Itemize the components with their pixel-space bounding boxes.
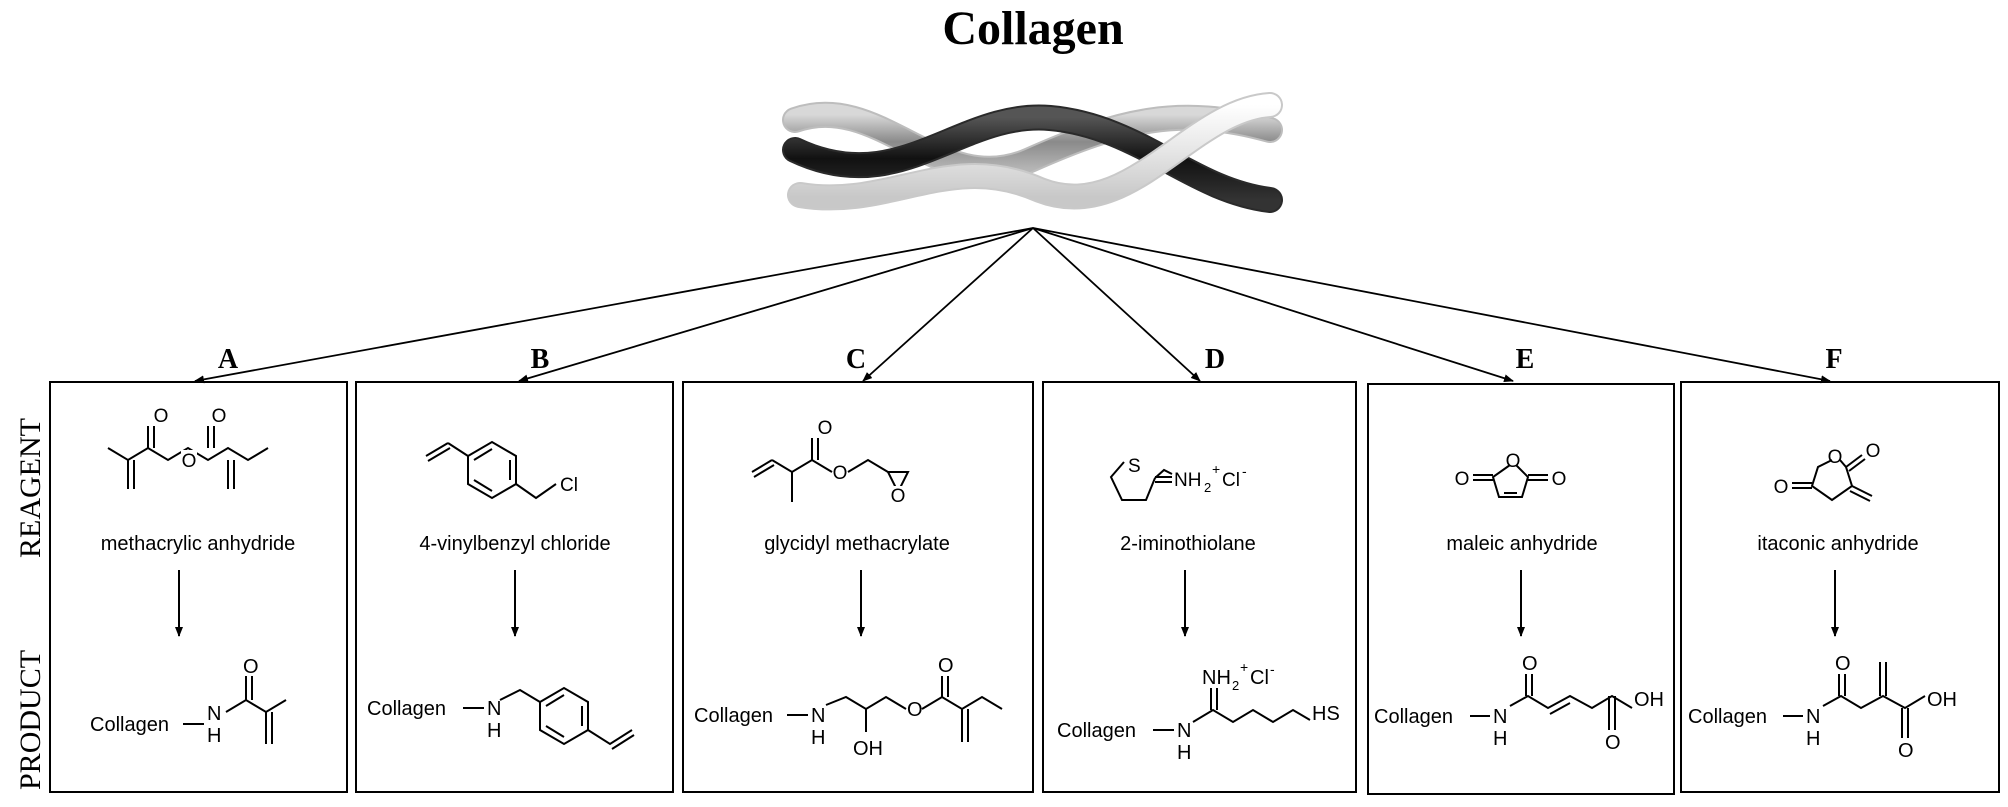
panel-f-product-collagen-label: Collagen xyxy=(1688,706,1767,728)
panel-c-frame xyxy=(682,381,1034,793)
panel-e-product-collagen-label: Collagen xyxy=(1374,706,1453,728)
panel-d-letter: D xyxy=(1205,344,1225,375)
panel-b-product-atom-n: N xyxy=(487,698,501,720)
panel-d-product-atom-nh: NH xyxy=(1202,667,1231,689)
arrow-to-panel-f xyxy=(1032,227,1831,384)
diagram-title: Collagen xyxy=(942,2,1123,55)
panel-c-reagent-atom-o-carbonyl: O xyxy=(818,418,833,439)
panel-f-product-atom-o-amide: O xyxy=(1835,653,1851,675)
panel-e-reagent-atom-o-left: O xyxy=(1455,469,1470,490)
panel-b-product-structure: Collagen N H xyxy=(367,686,635,750)
panel-e-reagent-name: maleic anhydride xyxy=(1446,533,1597,555)
panel-f-product-atom-h: H xyxy=(1806,728,1820,750)
panel-a-product-collagen-label: Collagen xyxy=(90,714,169,736)
panel-d-product-sub-2: 2 xyxy=(1232,678,1239,693)
panel-a-reagent-atom-o-left: O xyxy=(154,406,169,427)
panel-d-reagent-sup-plus: + xyxy=(1212,461,1220,477)
panel-c-product-structure: Collagen N H OH O O xyxy=(694,655,1003,760)
panel-f-frame xyxy=(1680,381,2000,793)
panel-d-reagent-sub-2: 2 xyxy=(1204,480,1211,495)
panel-c-reagent-atom-o-ester: O xyxy=(833,463,848,484)
panel-b-reagent-atom-cl: Cl xyxy=(560,475,578,496)
panel-a-reagent-atom-o-right: O xyxy=(212,406,227,427)
panel-a-product-atom-n: N xyxy=(207,703,221,725)
panel-b-letter: B xyxy=(531,344,550,375)
panel-a-product-structure: Collagen N H O xyxy=(90,656,287,747)
fanout-arrows xyxy=(194,227,1831,384)
panel-f-reagent-atom-o-right: O xyxy=(1866,441,1881,462)
arrow-to-panel-b xyxy=(518,227,1034,383)
panel-d-product-structure: Collagen N H NH 2 + Cl - HS xyxy=(1057,659,1340,764)
panel-c-reagent-name: glycidyl methacrylate xyxy=(764,533,950,555)
panel-f-letter: F xyxy=(1825,344,1842,375)
panel-f-reagent-atom-o-left: O xyxy=(1774,477,1789,498)
panel-e-frame xyxy=(1367,383,1675,795)
panel-f-product-atom-o-acid: O xyxy=(1898,740,1914,762)
panel-f-product-atom-n: N xyxy=(1806,706,1820,728)
panel-f-product-atom-oh: OH xyxy=(1927,689,1957,711)
panel-e-reagent-structure: O O O xyxy=(1455,451,1567,498)
panel-c-product-atom-o-carbonyl: O xyxy=(938,655,954,677)
panel-c-product-collagen-label: Collagen xyxy=(694,705,773,727)
reagent-side-label: REAGENT xyxy=(14,418,47,558)
panel-e-reagent-atom-o-ring: O xyxy=(1506,451,1521,472)
panel-a-reagent-name: methacrylic anhydride xyxy=(101,533,296,555)
arrow-to-panel-d xyxy=(1032,227,1201,382)
reaction-arrows xyxy=(175,570,1839,637)
panel-f-reagent-structure: O O O xyxy=(1774,441,1881,502)
panel-a-frame xyxy=(49,381,348,793)
panel-d-reagent-structure: S NH 2 + Cl - xyxy=(1109,456,1247,501)
panel-c-reagent-structure: O O O xyxy=(751,418,910,507)
panel-f-product-structure: Collagen N H O O OH xyxy=(1688,653,1957,762)
panel-d-product-collagen-label: Collagen xyxy=(1057,720,1136,742)
panel-d-product-sup-minus: - xyxy=(1270,661,1275,677)
panel-b-frame xyxy=(355,381,674,793)
panel-c-product-atom-o-ester: O xyxy=(907,699,923,721)
panel-a-reagent-structure: O O O xyxy=(107,406,269,489)
collagen-triple-helix-icon xyxy=(782,92,1283,213)
panel-e-product-atom-n: N xyxy=(1493,706,1507,728)
panel-f-reagent-atom-o-ring: O xyxy=(1828,447,1843,468)
panel-e-product-atom-h: H xyxy=(1493,728,1507,750)
panel-c-product-atom-n: N xyxy=(811,705,825,727)
panel-a-product-atom-h: H xyxy=(207,725,221,747)
panel-d-product-atom-h: H xyxy=(1177,742,1191,764)
panel-a-product-atom-o: O xyxy=(243,656,259,678)
panel-b-product-collagen-label: Collagen xyxy=(367,698,446,720)
arrow-to-panel-a xyxy=(194,227,1034,384)
panel-d-reagent-sup-minus: - xyxy=(1242,463,1247,479)
panel-c-product-atom-h: H xyxy=(811,727,825,749)
panel-b-reagent-structure: Cl xyxy=(425,440,578,500)
panel-c-letter: C xyxy=(846,344,866,375)
panel-a-reagent-atom-o-bridge: O xyxy=(182,451,197,472)
panel-b-reagent-name: 4-vinylbenzyl chloride xyxy=(419,533,610,555)
panel-d-frame xyxy=(1042,381,1357,793)
panel-e-product-atom-o-acid: O xyxy=(1605,732,1621,754)
panel-e-reagent-atom-o-right: O xyxy=(1552,469,1567,490)
panel-a-letter: A xyxy=(218,344,239,375)
panel-f-reagent-name: itaconic anhydride xyxy=(1757,533,1918,555)
panel-d-product-atom-n: N xyxy=(1177,720,1191,742)
panel-frames xyxy=(49,381,2000,795)
panel-b-product-atom-h: H xyxy=(487,720,501,742)
panel-d-reagent-atom-cl: Cl xyxy=(1222,470,1240,491)
panel-c-reagent-atom-o-epoxide: O xyxy=(891,486,906,507)
panel-d-product-atom-cl: Cl xyxy=(1250,667,1269,689)
panel-e-product-structure: Collagen N H O O OH xyxy=(1374,653,1664,754)
panel-d-product-atom-hs: HS xyxy=(1312,703,1340,725)
panel-e-product-atom-o-amide: O xyxy=(1522,653,1538,675)
panel-d-reagent-atom-s: S xyxy=(1128,456,1141,477)
panel-d-reagent-name: 2-iminothiolane xyxy=(1120,533,1256,555)
panel-e-letter: E xyxy=(1516,344,1535,375)
arrow-to-panel-e xyxy=(1032,227,1514,383)
panel-c-product-atom-oh: OH xyxy=(853,738,883,760)
panel-e-product-atom-oh: OH xyxy=(1634,689,1664,711)
product-side-label: PRODUCT xyxy=(14,650,47,790)
arrow-to-panel-c xyxy=(862,227,1034,382)
panel-d-product-sup-plus: + xyxy=(1240,659,1248,675)
panel-d-reagent-atom-nh: NH xyxy=(1174,470,1201,491)
